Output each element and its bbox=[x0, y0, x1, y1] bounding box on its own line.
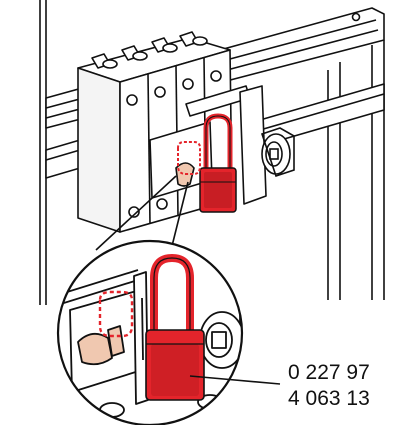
zoom-circle-outline bbox=[56, 239, 244, 425]
padlock-small bbox=[199, 113, 237, 213]
circuit-breaker bbox=[77, 31, 267, 233]
reference-number-1: 0 227 97 bbox=[288, 361, 370, 384]
zoom-callout-lines bbox=[95, 175, 189, 251]
hasp-dotted-zoom bbox=[98, 290, 134, 338]
rotary-knob bbox=[260, 127, 295, 178]
hasp-dotted-small bbox=[177, 141, 201, 175]
padlock-large bbox=[145, 253, 205, 401]
reference-number-2: 4 063 13 bbox=[288, 387, 370, 410]
reference-leader-line bbox=[189, 375, 281, 385]
